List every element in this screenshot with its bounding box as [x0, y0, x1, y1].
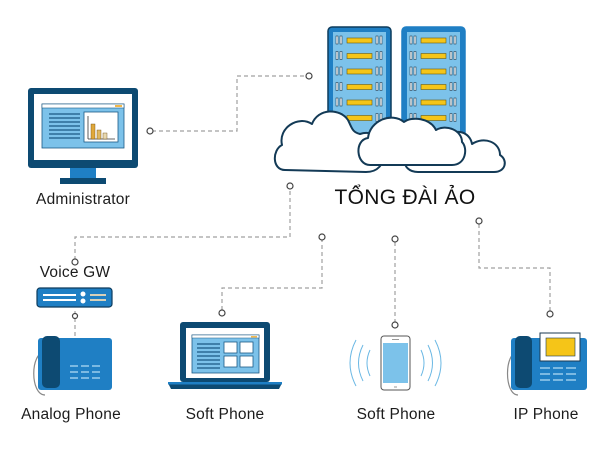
rack-slot [379, 35, 383, 45]
desktop-monitor-icon [28, 88, 138, 184]
desk-phone-icon [33, 336, 112, 396]
server-rack-icon [327, 26, 392, 138]
rack-slot [420, 99, 447, 106]
rack-slot [346, 99, 373, 106]
rack-slot [335, 51, 339, 60]
rack-slot [409, 66, 413, 76]
rack-slot [413, 66, 417, 76]
rack-slot [339, 35, 343, 45]
rack-slot [346, 37, 373, 44]
rack-slot [379, 66, 383, 76]
rack-slot [453, 35, 457, 45]
node-label-soft-phone-mobile: Soft Phone [356, 406, 436, 423]
node-label-voice-gw: Voice GW [39, 264, 111, 281]
rack-slot [453, 97, 457, 107]
rack-slot [413, 82, 417, 91]
edge-endpoint [391, 235, 399, 243]
rack-slot [449, 97, 453, 107]
rack-slot [335, 97, 339, 107]
rack-slot [375, 66, 379, 76]
rack-slot [346, 84, 373, 90]
rack-slot [346, 68, 373, 75]
node-label-soft-phone-laptop: Soft Phone [185, 406, 265, 423]
rack-slot [449, 35, 453, 45]
edge-endpoint [286, 182, 294, 190]
rack-slot [453, 113, 457, 122]
rack-slot [413, 97, 417, 107]
rack-slot [420, 37, 447, 44]
edge-laptop-to-pbx [221, 240, 323, 310]
rack-slot [409, 35, 413, 45]
rack-slot [375, 82, 379, 91]
rack-slot [420, 115, 447, 121]
rack-slot [420, 53, 447, 59]
node-label-administrator: Administrator [36, 191, 130, 208]
rack-slot [346, 115, 373, 121]
rack-slot [420, 84, 447, 90]
rack-slot [449, 66, 453, 76]
node-label-ip-phone: IP Phone [513, 406, 579, 423]
rack-slot [453, 82, 457, 91]
rack-slot [379, 51, 383, 60]
edge-endpoint [218, 309, 226, 317]
rack-slot [339, 51, 343, 60]
edge-ipphone-to-pbx [478, 224, 551, 312]
edge-endpoint [546, 310, 554, 318]
rack-slot [339, 97, 343, 107]
rack-slot [339, 66, 343, 76]
edge-administrator-to-pbx [152, 75, 306, 132]
laptop-icon [168, 322, 282, 389]
rack-slot [453, 66, 457, 76]
gateway-device-icon [36, 287, 113, 308]
edge-endpoint [71, 258, 79, 266]
rack-slot [339, 82, 343, 91]
rack-slot [335, 66, 339, 76]
ip-desk-phone-icon [507, 332, 587, 396]
node-label-analog-phone: Analog Phone [21, 406, 121, 423]
rack-slot [420, 68, 447, 75]
server-rack-icon [401, 26, 466, 138]
rack-slot [409, 82, 413, 91]
rack-slot [409, 97, 413, 107]
smartphone-icon [349, 335, 442, 391]
rack-slot [413, 35, 417, 45]
rack-slot [449, 113, 453, 122]
edge-voicegw-to-pbx [74, 189, 291, 260]
rack-slot [375, 113, 379, 122]
rack-slot [375, 97, 379, 107]
edge-endpoint [146, 127, 154, 135]
rack-slot [379, 97, 383, 107]
cloud-icon [273, 110, 506, 173]
rack-slot [413, 51, 417, 60]
edge-endpoint [475, 217, 483, 225]
rack-slot [453, 51, 457, 60]
rack-slot [449, 82, 453, 91]
diagram-title: TỔNG ĐÀI ẢO [334, 186, 476, 209]
rack-slot [346, 53, 373, 59]
rack-slot [335, 82, 339, 91]
edge-endpoint [305, 72, 313, 80]
edge-endpoint [391, 321, 399, 329]
rack-slot [335, 35, 339, 45]
edge-endpoint [318, 233, 326, 241]
rack-slot [379, 82, 383, 91]
rack-slot [375, 35, 379, 45]
rack-slot [375, 51, 379, 60]
edge-endpoint [71, 312, 79, 320]
rack-slot [409, 51, 413, 60]
rack-slot [449, 51, 453, 60]
